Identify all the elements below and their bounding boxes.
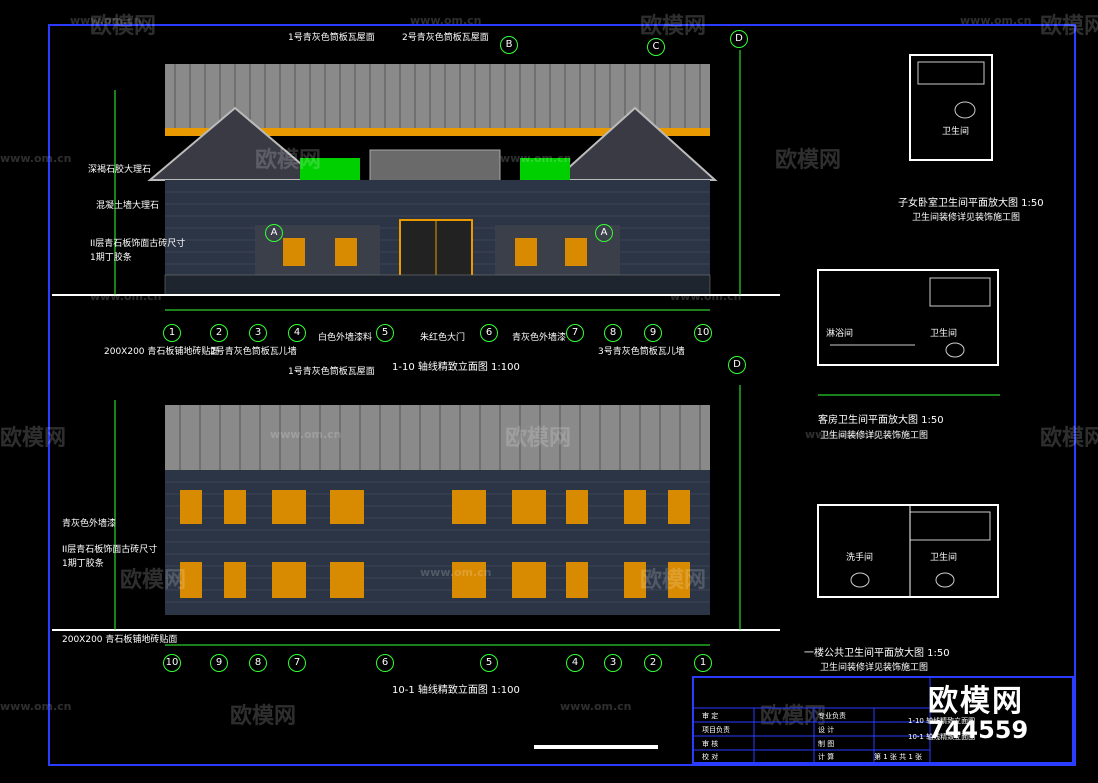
left-label-1: 青灰色外墙漆 — [62, 519, 117, 529]
tb-drawing-name: 1-10 轴线精致立面图 — [908, 717, 976, 725]
tb-row: 校 对 — [702, 753, 719, 761]
bath1-note: 卫生间装修详见装饰施工图 — [912, 213, 1021, 223]
brand-overlay: 欧模网 — [928, 684, 1024, 719]
left-label-1: 深褐石胶大理石 — [88, 165, 152, 175]
elevation-2-title: 10-1 轴线精致立面图 1:100 — [392, 685, 520, 696]
axis-bubble: 6 — [376, 654, 394, 672]
axis-bubble: 10 — [163, 654, 181, 672]
axis-bubble: 6 — [480, 324, 498, 342]
bath2-room2-label: 淋浴间 — [826, 329, 854, 339]
axis-bubble: 10 — [694, 324, 712, 342]
section-callout: D — [728, 356, 746, 374]
section-callout: C — [647, 38, 665, 56]
tb-row: 审 定 — [702, 712, 719, 720]
bottom-label-4: 朱红色大门 — [420, 333, 466, 343]
axis-bubble: 4 — [288, 324, 306, 342]
axis-bubble: 1 — [694, 654, 712, 672]
bath3-title: 一楼公共卫生间平面放大图 1:50 — [804, 648, 950, 659]
roof-label-2: 2号青灰色筒板瓦屋面 — [402, 33, 489, 43]
bath3-note: 卫生间装修详见装饰施工图 — [820, 663, 929, 673]
tb-row: 制 图 — [818, 740, 835, 748]
elevation-1-title: 1-10 轴线精致立面图 1:100 — [392, 362, 520, 373]
axis-bubble: 9 — [644, 324, 662, 342]
axis-bubble: 5 — [480, 654, 498, 672]
bath3-room2-label: 洗手间 — [846, 553, 874, 563]
tb-row: 审 核 — [702, 740, 719, 748]
tb-sheet: 第 1 张 共 1 张 — [874, 753, 923, 761]
tb-row: 计 算 — [818, 753, 835, 761]
model-id: 744559 — [928, 716, 1029, 744]
section-callout: B — [500, 36, 518, 54]
bottom-label-1: 200X200 青石板铺地砖贴面 — [104, 347, 220, 357]
left-label-3: II层青石板饰面古砖尺寸 — [90, 239, 186, 249]
roof-label: 1号青灰色筒板瓦屋面 — [288, 367, 375, 377]
tb-row: 项目负责 — [702, 726, 730, 734]
drawing-frame — [48, 24, 1076, 766]
section-callout: D — [730, 30, 748, 48]
bottom-label-3: 白色外墙漆料 — [318, 333, 373, 343]
left-label-2: II层青石板饰面古砖尺寸 — [62, 545, 158, 555]
axis-bubble: 8 — [604, 324, 622, 342]
left-label-2: 混凝土墙大理石 — [96, 201, 160, 211]
bath2-room-label: 卫生间 — [930, 329, 958, 339]
section-callout: A — [265, 224, 283, 242]
scale-bar — [534, 745, 658, 749]
tb-row: 专业负责 — [818, 712, 846, 720]
bath3-room-label: 卫生间 — [930, 553, 958, 563]
bottom-label-2: 2号青灰色筒板瓦儿墙 — [210, 347, 297, 357]
left-label-3: 1期丁胶条 — [62, 559, 104, 569]
tb-row: 设 计 — [818, 726, 835, 734]
axis-bubble: 9 — [210, 654, 228, 672]
tb-drawing-name: 10-1 轴线精致立面图 — [908, 733, 976, 741]
axis-bubble: 3 — [249, 324, 267, 342]
axis-bubble: 5 — [376, 324, 394, 342]
axis-bubble: 7 — [288, 654, 306, 672]
bath2-subtitle: 卫生间装修详见装饰施工图 — [820, 431, 929, 441]
bottom-label-6: 3号青灰色筒板瓦儿墙 — [598, 347, 685, 357]
bottom-label-5: 青灰色外墙漆 — [512, 333, 567, 343]
title-block: 审 定 项目负责 审 核 校 对 专业负责 设 计 制 图 计 算 1-10 轴… — [692, 676, 1074, 764]
bottom-label: 200X200 青石板铺地砖贴面 — [62, 635, 178, 645]
left-label-4: 1期丁胶条 — [90, 253, 132, 263]
axis-bubble: 7 — [566, 324, 584, 342]
bath2-title: 客房卫生间平面放大图 1:50 — [818, 415, 944, 426]
axis-bubble: 2 — [210, 324, 228, 342]
section-callout: A — [595, 224, 613, 242]
axis-bubble: 1 — [163, 324, 181, 342]
axis-bubble: 4 — [566, 654, 584, 672]
axis-bubble: 2 — [644, 654, 662, 672]
axis-bubble: 3 — [604, 654, 622, 672]
axis-bubble: 8 — [249, 654, 267, 672]
bath1-title: 子女卧室卫生间平面放大图 1:50 — [898, 198, 1044, 209]
roof-label-1: 1号青灰色筒板瓦屋面 — [288, 33, 375, 43]
bath1-room-label: 卫生间 — [942, 127, 970, 137]
